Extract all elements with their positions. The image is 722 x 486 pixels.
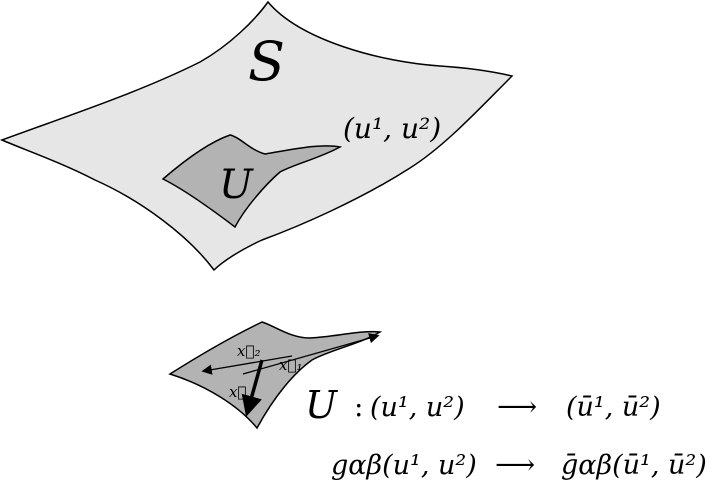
vector-x1-arrow [201, 355, 293, 375]
vector-x2-arrow [242, 333, 380, 375]
coords-label: (u¹, u²) [343, 112, 441, 145]
metric-arrow: ⟶ [495, 448, 535, 481]
mapping-colon: : [354, 390, 363, 423]
mapping-u-label: U [305, 383, 339, 427]
mapping-arrow: ⟶ [497, 390, 537, 423]
mapping-from: (u¹, u²) [370, 392, 465, 423]
surface-s [0, 0, 514, 272]
patch-u [161, 134, 343, 229]
patch-label: U [219, 162, 254, 208]
vector-x1-label: x⃗₁ [279, 356, 302, 374]
mapping-to: (ū¹, ū²) [566, 392, 661, 423]
metric-to: ḡαβ(ū¹, ū²) [561, 450, 707, 481]
vector-x2-label: x⃗₂ [237, 342, 260, 360]
vector-x-label: x⃗ [229, 383, 246, 401]
metric-from: gαβ(u¹, u²) [331, 450, 477, 481]
surface-label: S [248, 30, 285, 93]
vector-x-arrow [241, 359, 264, 417]
small-patch [168, 321, 383, 430]
